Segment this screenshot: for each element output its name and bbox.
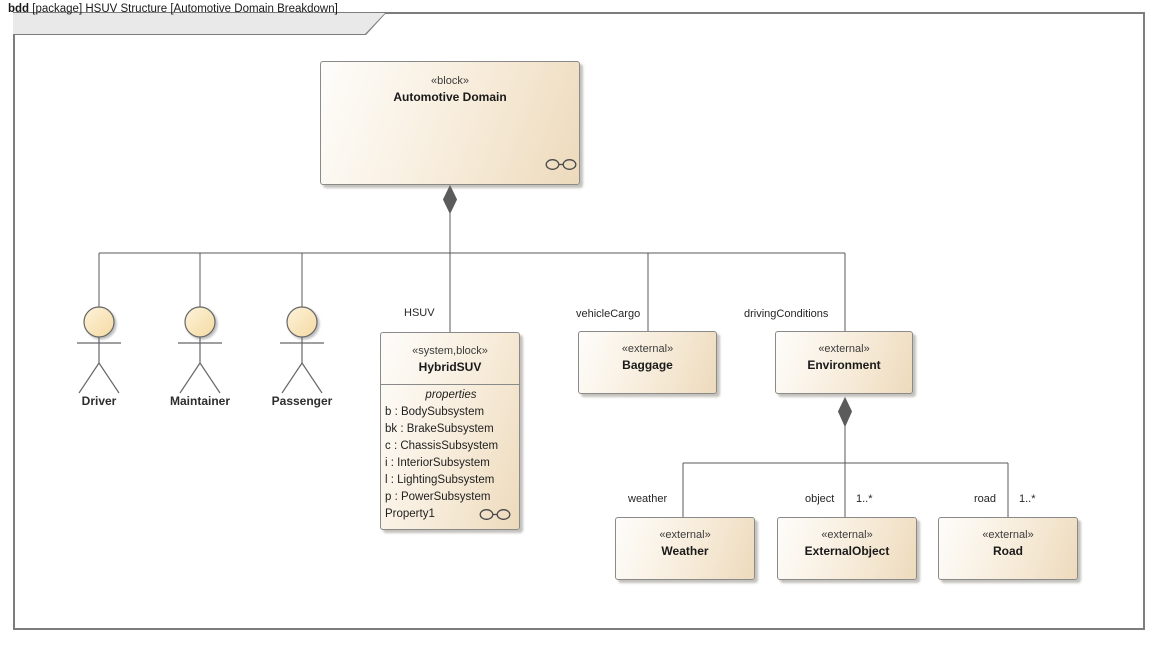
role-label-road: road bbox=[974, 493, 997, 505]
block-name: Weather bbox=[661, 544, 709, 558]
block-name: Environment bbox=[807, 358, 881, 372]
property-row: p : PowerSubsystem bbox=[385, 491, 491, 503]
actor-passenger[interactable] bbox=[280, 306, 324, 394]
actor-label-passenger: Passenger bbox=[271, 394, 333, 408]
composition-connector-environment[interactable] bbox=[682, 426, 1009, 517]
diagram-title: bdd [package] HSUV Structure [Automotive… bbox=[8, 3, 338, 15]
block-baggage[interactable]: «external» Baggage bbox=[578, 331, 717, 394]
block-road[interactable]: «external» Road bbox=[938, 517, 1078, 580]
role-label-vehiclecargo: vehicleCargo bbox=[576, 308, 641, 320]
property-row: c : ChassisSubsystem bbox=[385, 440, 499, 452]
composition-connector-automotive-domain[interactable] bbox=[98, 212, 846, 332]
block-stereotype: «external» bbox=[982, 529, 1034, 541]
block-stereotype: «external» bbox=[821, 529, 873, 541]
block-name: ExternalObject bbox=[804, 544, 890, 558]
multiplicity-label-object: 1..* bbox=[856, 493, 873, 505]
role-label-weather: weather bbox=[628, 493, 668, 505]
role-label-hsuv: HSUV bbox=[404, 307, 435, 319]
composition-diamond-environment[interactable] bbox=[837, 396, 853, 428]
actor-label-maintainer: Maintainer bbox=[169, 394, 231, 408]
property-row: l : LightingSubsystem bbox=[385, 474, 495, 486]
actor-label-driver: Driver bbox=[81, 394, 117, 408]
block-name: Automotive Domain bbox=[393, 90, 507, 104]
actor-maintainer[interactable] bbox=[178, 306, 222, 394]
block-automotive-domain[interactable]: «block» Automotive Domain bbox=[320, 61, 580, 185]
diagram-kind: bdd bbox=[8, 3, 30, 15]
block-hybridsuv[interactable]: «system,block» HybridSUV properties b : … bbox=[380, 332, 520, 530]
block-externalobject[interactable]: «external» ExternalObject bbox=[777, 517, 917, 580]
glasses-link-icon[interactable] bbox=[479, 508, 511, 521]
block-environment[interactable]: «external» Environment bbox=[775, 331, 913, 394]
property-row: b : BodySubsystem bbox=[385, 406, 485, 418]
multiplicity-label-road: 1..* bbox=[1019, 493, 1036, 505]
property-row: i : InteriorSubsystem bbox=[385, 457, 490, 469]
composition-diamond-automotive-domain[interactable] bbox=[442, 184, 458, 215]
diagram-frame-tab bbox=[13, 12, 387, 35]
block-stereotype: «external» bbox=[621, 343, 674, 355]
compartment-label: properties bbox=[425, 389, 477, 401]
block-stereotype: «block» bbox=[431, 75, 469, 87]
diagram-frame bbox=[13, 12, 1145, 630]
block-stereotype: «external» bbox=[818, 343, 870, 355]
properties-compartment: properties b : BodySubsystem bk : BrakeS… bbox=[381, 385, 519, 523]
glasses-link-icon[interactable] bbox=[545, 158, 577, 171]
block-stereotype: «system,block» bbox=[412, 345, 488, 357]
block-stereotype: «external» bbox=[659, 529, 711, 541]
property-row-composite: Property1 bbox=[385, 506, 517, 523]
role-label-drivingconditions: drivingConditions bbox=[744, 308, 829, 320]
role-label-object: object bbox=[805, 493, 835, 505]
actor-driver[interactable] bbox=[77, 306, 121, 394]
property-row: bk : BrakeSubsystem bbox=[385, 423, 494, 435]
property-label: Property1 bbox=[385, 508, 435, 520]
block-name: Road bbox=[993, 544, 1023, 558]
block-weather[interactable]: «external» Weather bbox=[615, 517, 755, 580]
block-name: Baggage bbox=[622, 358, 673, 372]
diagram-title-text: [package] HSUV Structure [Automotive Dom… bbox=[32, 3, 338, 15]
block-name: HybridSUV bbox=[418, 360, 482, 374]
